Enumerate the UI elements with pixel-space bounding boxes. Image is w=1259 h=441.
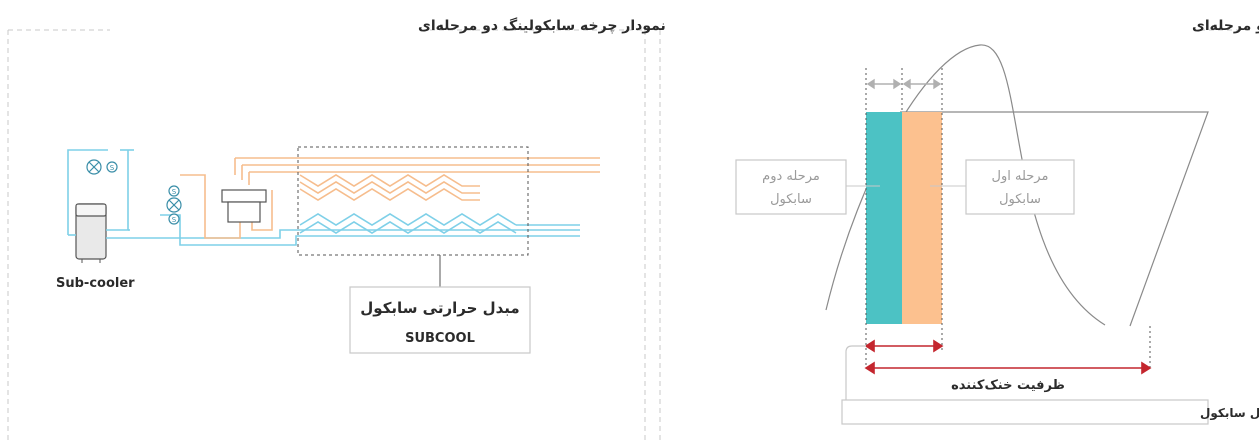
stage-two-label-box: مرحله دوم سابکول [735, 159, 880, 215]
subcooler-label: Sub-cooler [56, 276, 135, 291]
stage-two-band [866, 112, 902, 324]
right-panel-frame [659, 29, 1250, 441]
svg-text:مرحله اول: مرحله اول [992, 169, 1049, 184]
svg-text:افزایش ظرفیت سرمایش در سیکل سا: افزایش ظرفیت سرمایش در سیکل سابکول [1200, 406, 1259, 421]
capacity-bracket [845, 345, 866, 400]
guide-lines [865, 68, 1151, 368]
left-panel-title: نمودار چرخه سابکولینگ دو مرحله‌ای [418, 17, 666, 34]
exchanger-subtitle: SUBCOOL [405, 331, 475, 346]
svg-text:S: S [172, 188, 177, 196]
right-panel-title: نمودار آنتالپی فشار سابکول دو مرحله‌ای [1192, 16, 1259, 34]
expansion-unit [221, 189, 267, 223]
exchanger-dashed-box [297, 146, 529, 256]
exchanger-label-box: مبدل حرارتی سابکول SUBCOOL [349, 286, 531, 354]
solenoid-icon: S S S [106, 161, 180, 225]
top-width-arrows [866, 78, 942, 90]
svg-text:S: S [172, 216, 177, 224]
svg-text:سابکول: سابکول [999, 192, 1041, 207]
cooling-capacity-label: ظرفیت خنک‌کننده [951, 378, 1065, 393]
exchanger-title: مبدل حرارتی سابکول [360, 299, 519, 317]
svg-text:S: S [110, 164, 115, 172]
stage-one-label-box: مرحله اول سابکول [930, 159, 1075, 215]
capacity-increase-box: افزایش ظرفیت سرمایش در سیکل سابکول [841, 399, 1259, 425]
valve-icon [86, 159, 182, 213]
left-panel-frame [7, 29, 646, 441]
svg-text:سابکول: سابکول [770, 192, 812, 207]
stage-one-band [902, 112, 942, 324]
orange-pipes [180, 157, 600, 239]
capacity-arrows [864, 339, 1152, 375]
svg-text:مرحله دوم: مرحله دوم [762, 169, 820, 184]
subcooler-unit [75, 203, 107, 263]
